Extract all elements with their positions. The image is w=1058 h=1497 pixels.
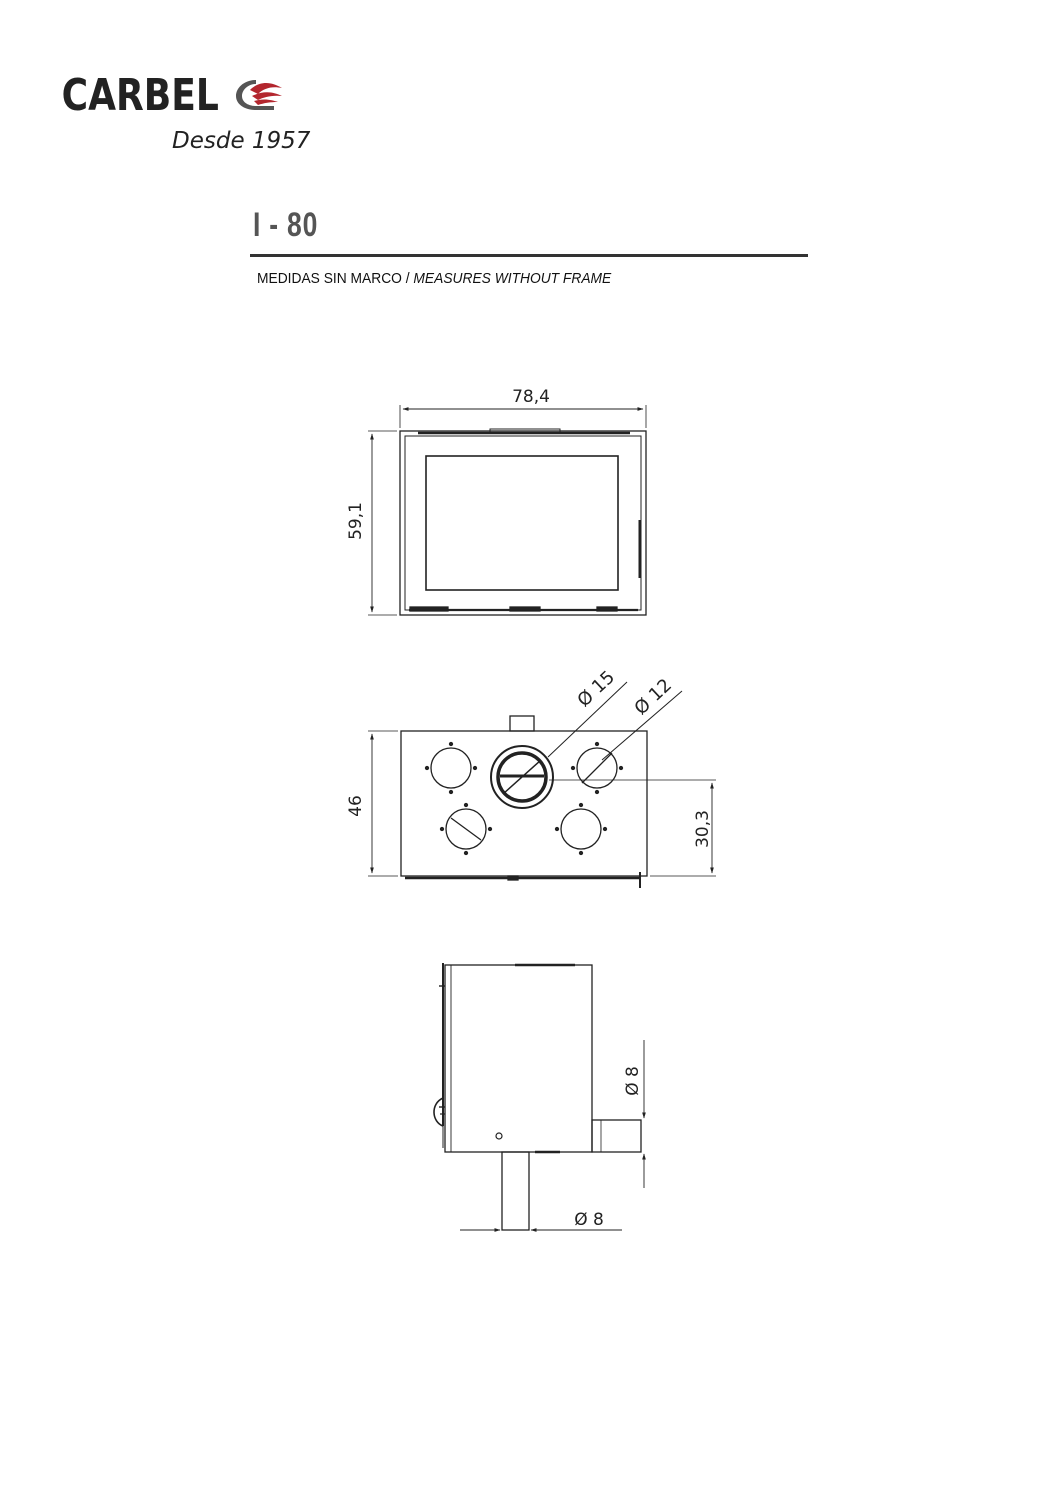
carbel-logo: CARBEL Desde 1957: [62, 71, 311, 154]
large-outlet-label: Ø 15: [573, 667, 619, 712]
rear-duct: [591, 1119, 642, 1153]
small-outlet-label: Ø 12: [630, 675, 676, 720]
top-view: [368, 681, 716, 888]
large-smoke-outlet: [490, 745, 554, 809]
model-title: I - 80: [253, 206, 319, 244]
rear-duct-label: Ø 8: [623, 1066, 643, 1096]
front-height-label: 59,1: [346, 502, 366, 540]
bottom-duct-label: Ø 8: [574, 1210, 604, 1230]
small-outlet-leader: [601, 690, 683, 761]
bottom-duct: [501, 1151, 530, 1231]
front-view: [368, 405, 647, 616]
large-outlet-leader: [547, 681, 628, 758]
front-glass-window: [425, 455, 619, 591]
title-underline: [250, 254, 808, 257]
outlet-top-left: [424, 741, 478, 795]
outlet-bottom-right: [554, 802, 608, 856]
top-rear-outlet: [509, 715, 535, 732]
flame-icon: [236, 80, 282, 110]
front-width-label: 78,4: [512, 387, 550, 407]
measures-subtitle: MEDIDAS SIN MARCO / MEASURES WITHOUT FRA…: [257, 270, 611, 287]
subtitle-es: MEDIDAS SIN MARCO: [257, 270, 402, 287]
outlet-offset-label: 30,3: [693, 810, 713, 848]
outlet-top-right: [570, 741, 624, 795]
brand-name: CARBEL: [62, 71, 219, 121]
brand-tagline: Desde 1957: [172, 128, 311, 154]
side-view: [433, 963, 646, 1232]
door-handle: [433, 1097, 444, 1127]
outlet-bottom-left: [439, 802, 493, 856]
top-depth-label: 46: [346, 795, 366, 817]
side-outer-body: [444, 964, 593, 1153]
front-outer-body: [399, 430, 647, 616]
subtitle-en: MEASURES WITHOUT FRAME: [413, 270, 612, 287]
subtitle-separator: /: [401, 270, 414, 287]
